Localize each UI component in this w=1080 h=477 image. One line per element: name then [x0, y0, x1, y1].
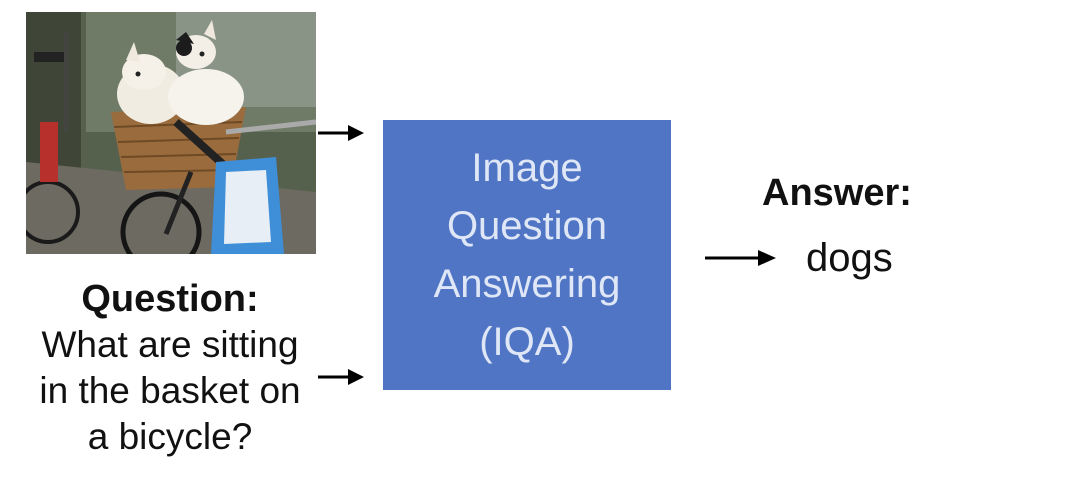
- answer-value: dogs: [806, 236, 893, 280]
- iqa-line-1: Image: [471, 146, 583, 190]
- arrow-model-to-answer: [705, 250, 776, 266]
- arrow-image-to-model: [318, 125, 364, 141]
- question-line-1: What are sitting: [41, 324, 299, 365]
- question-heading: Question:: [81, 278, 259, 320]
- question-line-2: in the basket on: [39, 370, 301, 411]
- iqa-model-box: Image Question Answering (IQA): [383, 120, 671, 390]
- question-line-3: a bicycle?: [87, 416, 253, 457]
- iqa-line-2: Question: [446, 204, 608, 248]
- input-photo: [26, 12, 316, 254]
- iqa-line-3: Answering: [433, 262, 621, 306]
- answer-label: Answer:: [762, 172, 912, 214]
- question-block: Question: What are sitting in the basket…: [0, 276, 340, 460]
- dogs-in-bicycle-basket-photo: [26, 12, 316, 254]
- iqa-line-4: (IQA): [479, 320, 575, 364]
